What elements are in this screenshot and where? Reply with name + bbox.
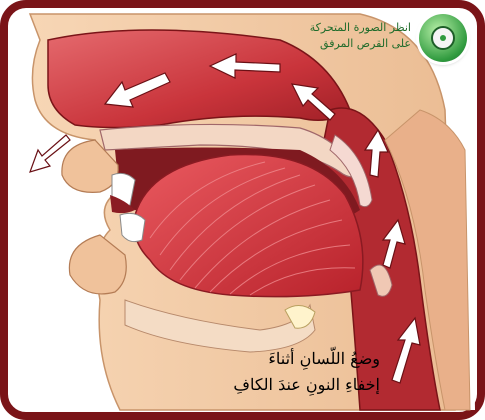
cd-hole <box>440 35 446 41</box>
caption-line2: إخفاءِ النونِ عندَ الكافِ <box>210 372 380 398</box>
cd-note-line2: على القرص المرفق <box>241 36 411 52</box>
caption-line1: وضعُ اللّسانِ أثناءَ <box>210 346 380 372</box>
cd-badge[interactable] <box>419 14 467 62</box>
caption: وضعُ اللّسانِ أثناءَ إخفاءِ النونِ عندَ … <box>210 346 380 398</box>
lower-tooth <box>120 213 145 241</box>
cd-note: انظر الصورة المتحركة على القرص المرفق <box>241 20 411 52</box>
cd-disc-icon <box>431 26 455 50</box>
cd-note-line1: انظر الصورة المتحركة <box>241 20 411 36</box>
